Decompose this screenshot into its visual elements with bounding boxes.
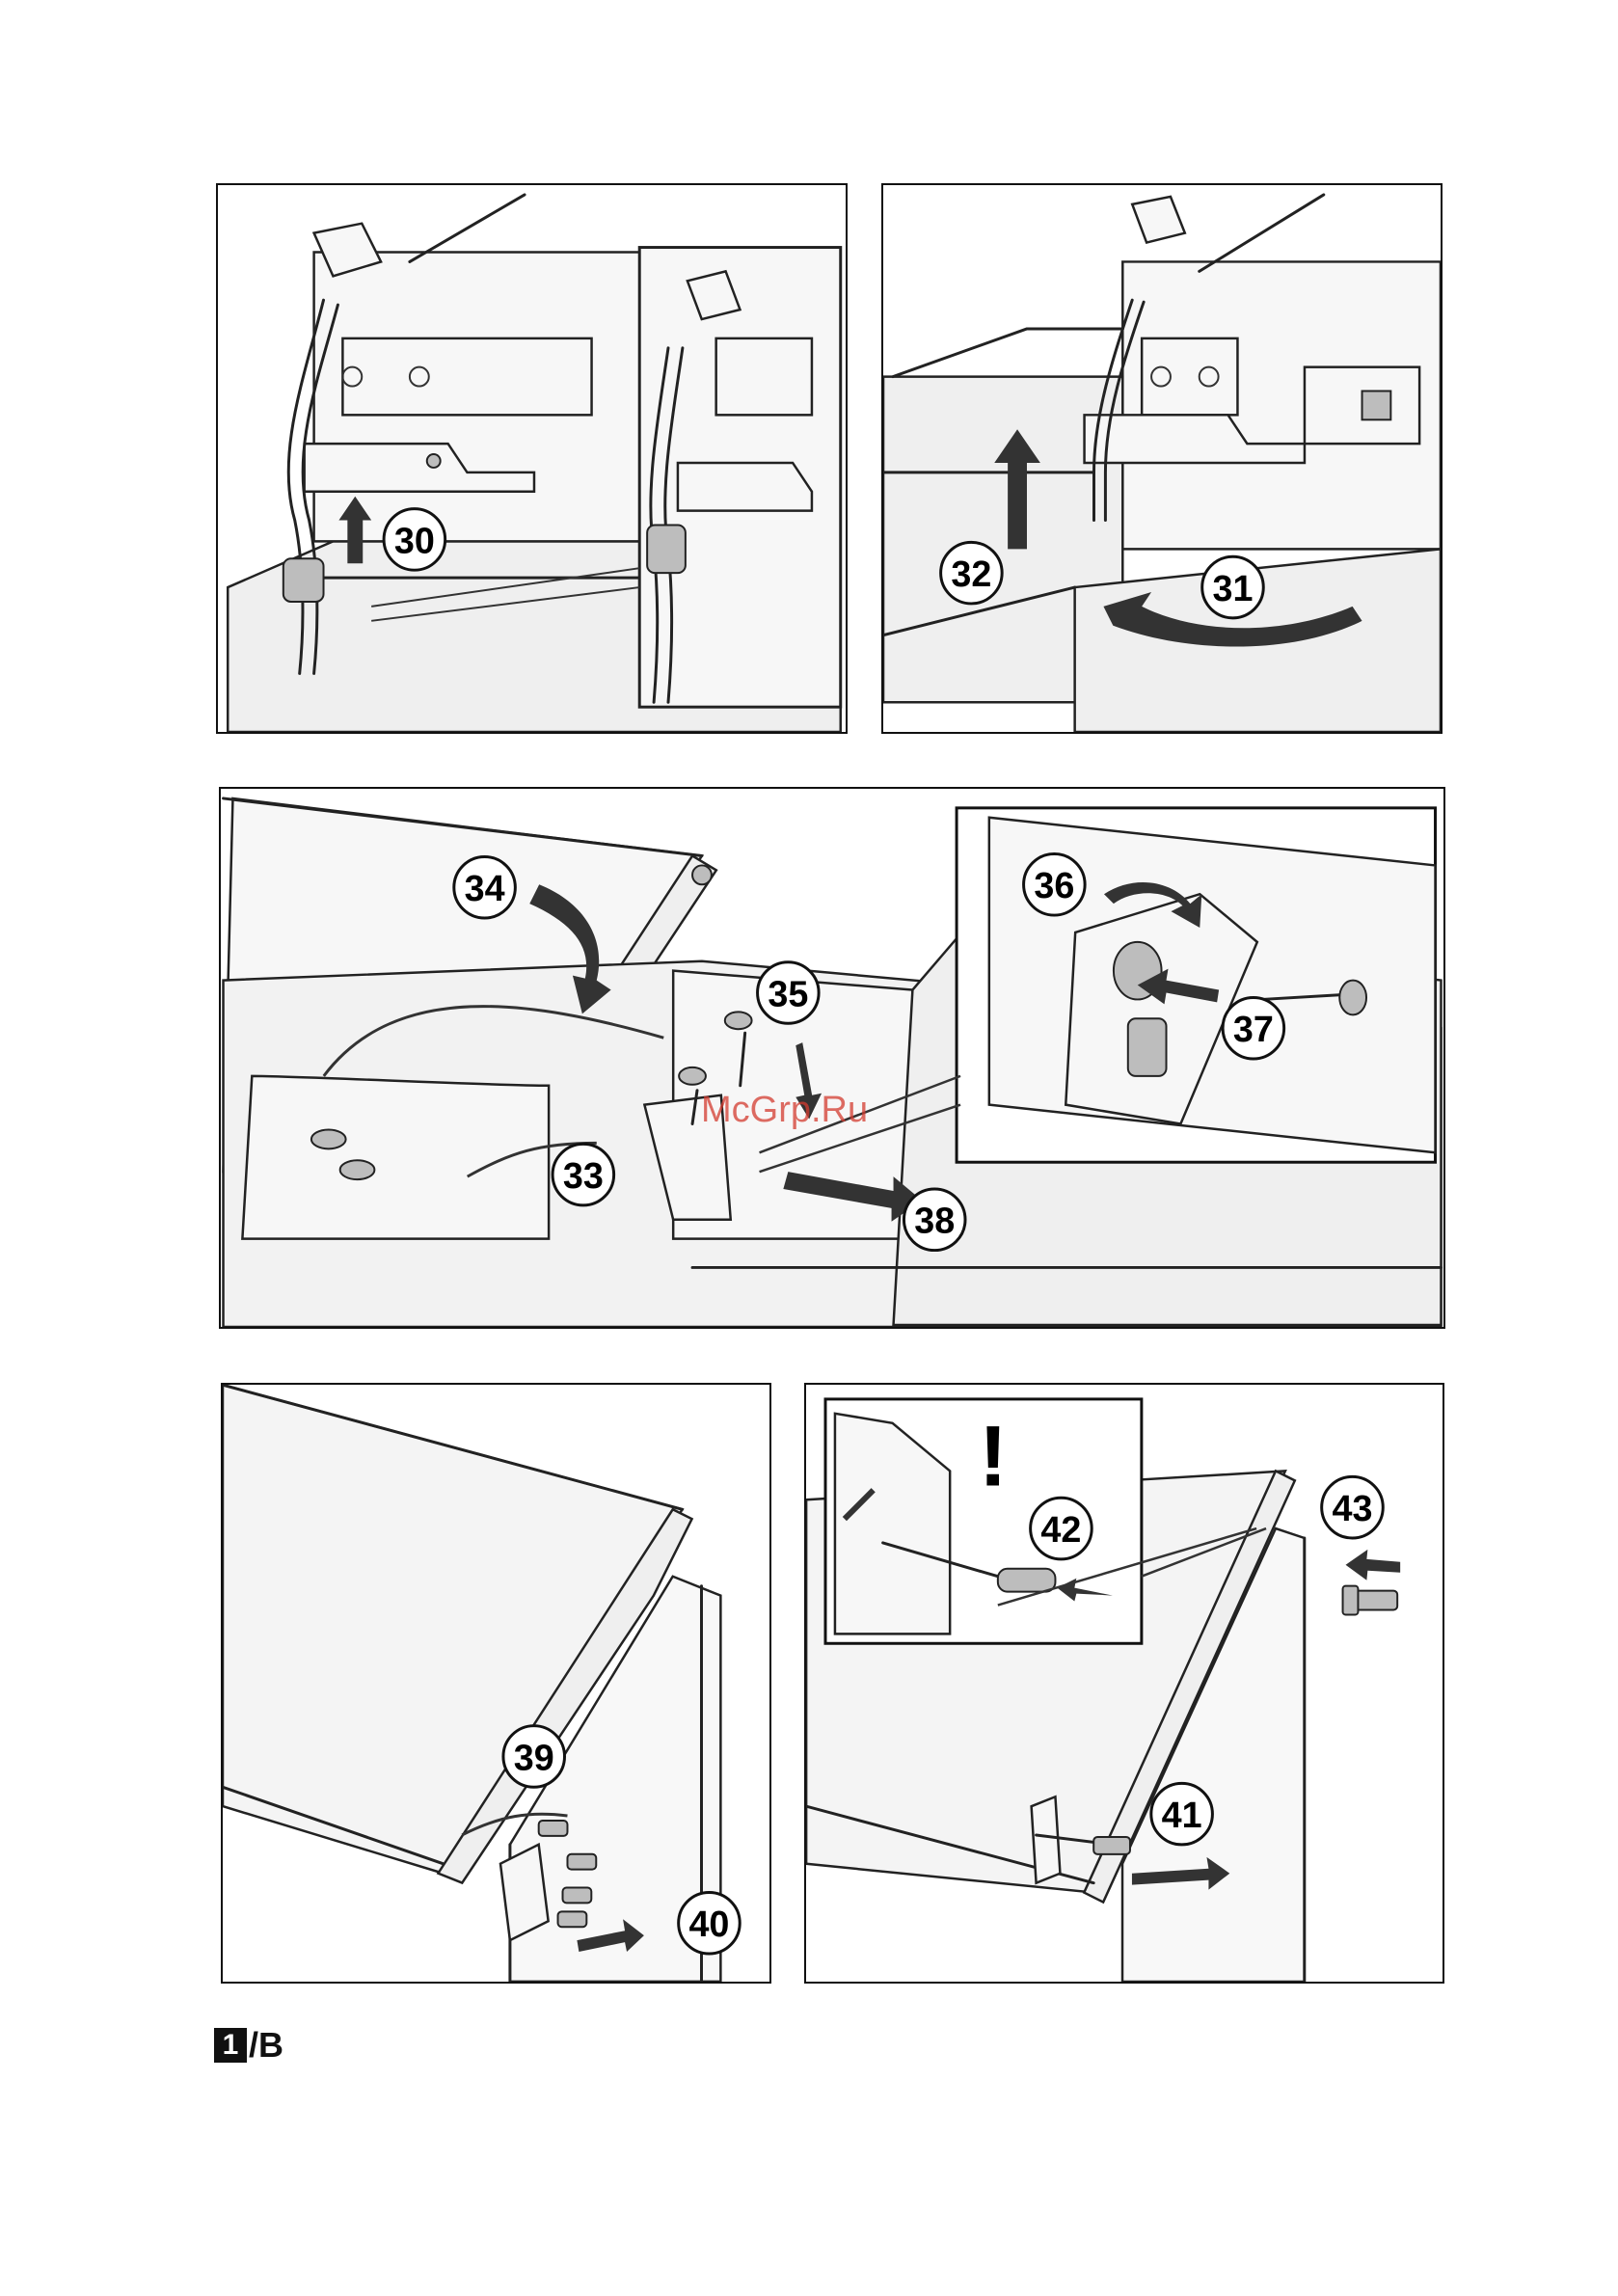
page-marker-box: 1 [214,2028,247,2063]
door-hinge-illustration: 34 35 36 37 33 38 [221,789,1443,1327]
step-number-31: 31 [1212,568,1253,608]
step-number-41: 41 [1162,1795,1202,1835]
step-number-40: 40 [688,1904,729,1944]
step-number-36: 36 [1034,865,1074,905]
step-number-38: 38 [914,1201,955,1241]
step-number-42: 42 [1040,1509,1081,1550]
cable-clip-illustration: 30 [218,185,846,732]
illustration-panel-steps-39-40: 39 40 [221,1383,771,1984]
step-number-34: 34 [465,868,505,908]
page-marker: 1 /B [214,2025,283,2066]
step-number-37: 37 [1233,1009,1274,1049]
page-marker-suffix: /B [249,2025,283,2066]
step-number-30: 30 [394,520,435,560]
door-bottom-hinge-illustration: 39 40 [223,1385,769,1982]
illustration-panel-step-30: 30 [216,183,848,734]
handle-adjustment-illustration: ! 42 43 41 [806,1385,1443,1982]
step-number-35: 35 [768,973,808,1013]
step-number-39: 39 [514,1737,554,1777]
illustration-panel-steps-31-32: 32 31 [881,183,1443,734]
warning-exclamation-icon: ! [979,1407,1008,1503]
illustration-panel-steps-41-43: ! 42 43 41 [804,1383,1444,1984]
cover-rotate-illustration: 32 31 [883,185,1441,732]
watermark-text: McGrp.Ru [701,1090,868,1131]
illustration-panel-steps-33-38: 34 35 36 37 33 38 [219,787,1445,1329]
step-number-33: 33 [563,1155,604,1196]
step-number-32: 32 [951,554,991,594]
step-number-43: 43 [1332,1488,1372,1528]
